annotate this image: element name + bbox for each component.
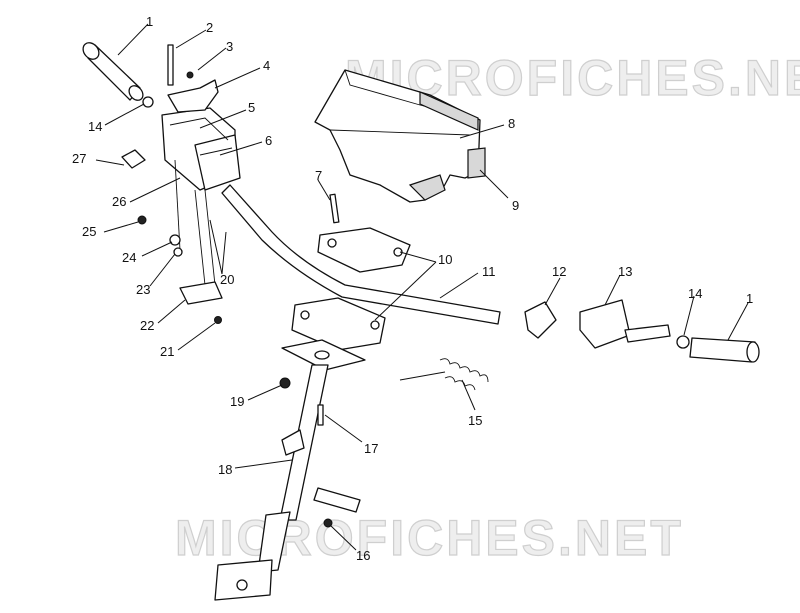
steering-column xyxy=(214,297,386,601)
callout-23: 23 xyxy=(136,282,150,297)
callout-19: 19 xyxy=(230,394,244,409)
left-fasteners xyxy=(137,159,223,324)
callout-14-right: 14 xyxy=(688,286,702,301)
callout-13: 13 xyxy=(618,264,632,279)
hood-assembly xyxy=(314,69,486,203)
callout-3: 3 xyxy=(226,39,233,54)
left-switch-housing xyxy=(121,44,241,191)
callout-10: 10 xyxy=(438,252,452,267)
callout-26: 26 xyxy=(112,194,126,209)
callout-2: 2 xyxy=(206,20,213,35)
callout-4: 4 xyxy=(263,58,270,73)
callout-8: 8 xyxy=(508,116,515,131)
callout-9: 9 xyxy=(512,198,519,213)
callout-15: 15 xyxy=(468,413,482,428)
callout-6: 6 xyxy=(265,133,272,148)
callout-11: 11 xyxy=(482,264,496,279)
callout-14-left: 14 xyxy=(88,119,102,134)
callout-17: 17 xyxy=(364,441,378,456)
handlebar xyxy=(221,184,501,325)
right-grip-assembly xyxy=(399,299,760,391)
left-grip xyxy=(82,42,144,101)
callout-16: 16 xyxy=(356,548,370,563)
callout-1-right: 1 xyxy=(746,291,753,306)
leader-lines xyxy=(95,23,749,551)
callout-1-left: 1 xyxy=(146,14,153,29)
handlebar-clamp-top xyxy=(317,193,411,273)
callout-5: 5 xyxy=(248,100,255,115)
callout-24: 24 xyxy=(122,250,136,265)
watermark-bottom: MICROFICHES.NET xyxy=(175,510,684,566)
callout-18: 18 xyxy=(218,462,232,477)
callout-21: 21 xyxy=(160,344,174,359)
callout-7: 7 xyxy=(315,168,322,183)
callout-20: 20 xyxy=(220,272,234,287)
callout-labels: 1 2 3 4 5 6 7 8 9 10 11 12 13 15 16 17 1… xyxy=(72,14,753,563)
callout-27: 27 xyxy=(72,151,86,166)
callout-22: 22 xyxy=(140,318,154,333)
callout-25: 25 xyxy=(82,224,96,239)
callout-12: 12 xyxy=(552,264,566,279)
